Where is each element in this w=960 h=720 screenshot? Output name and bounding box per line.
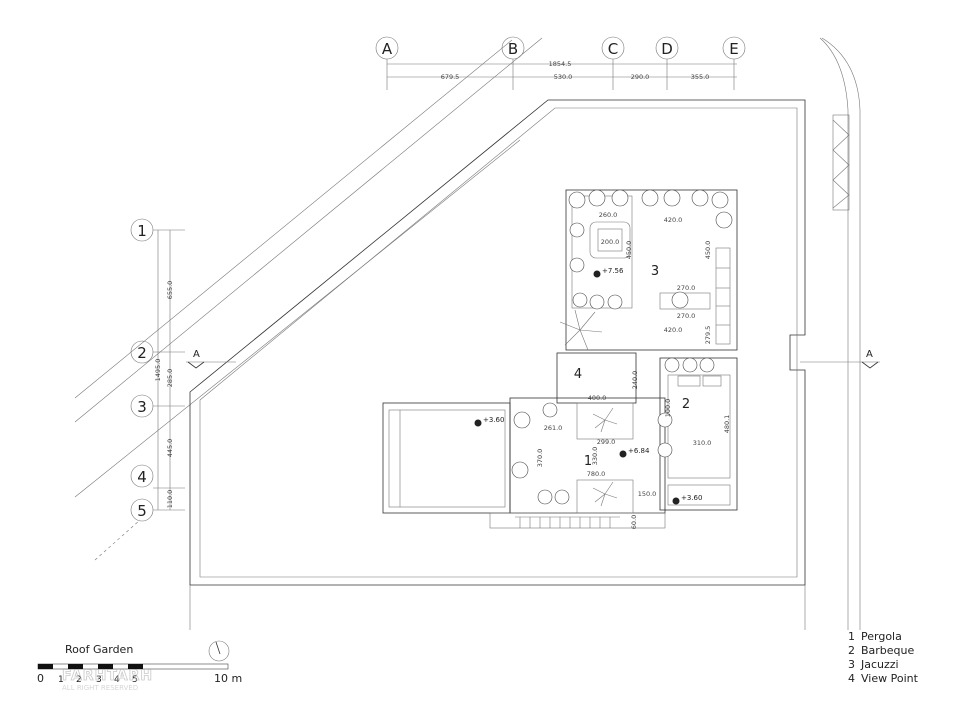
building [382,189,738,529]
dim-total: 1854.5 [549,60,572,68]
svg-text:1: 1 [58,675,64,685]
section-marker-right: A [800,349,880,369]
svg-text:D: D [661,40,673,58]
svg-text:A: A [193,349,200,360]
grid-bubble-A: A [375,36,399,60]
svg-text:1: 1 [137,222,147,240]
dim-total: 1495.0 [154,359,162,382]
svg-text:150.0: 150.0 [638,490,657,498]
svg-text:0: 0 [37,672,44,685]
grid-bubble-B: B [501,36,525,60]
dim-label: 655.0 [166,281,174,300]
svg-text:10 m: 10 m [214,672,242,685]
svg-text:240.0: 240.0 [631,371,639,390]
svg-text:299.0: 299.0 [597,438,616,446]
grid-bubble-5: 5 [130,498,154,522]
level-marks: +7.56 +3.60 +6.84 +3.60 [474,267,702,505]
svg-text:279.5: 279.5 [704,326,712,345]
plan-dimensions: 260.0 420.0 200.0 450.0 450.0 270.0 270.… [536,211,731,529]
svg-text:+3.60: +3.60 [483,416,504,424]
svg-text:ALL RIGHT RESERVED: ALL RIGHT RESERVED [62,684,138,692]
dim-label: 355.0 [691,73,710,81]
row-grid: 1 2 3 4 5 1495.0 655.0 285.0 445.0 110.0 [130,218,185,522]
drawing-title: Roof Garden [65,643,133,656]
svg-text:5: 5 [132,675,138,685]
svg-text:2: 2 [76,675,82,685]
svg-text:2: 2 [137,344,147,362]
svg-text:+3.60: +3.60 [681,494,702,502]
north-arrow-icon [208,640,230,662]
svg-text:3: 3 [137,398,147,416]
svg-text:4: 4 [137,468,147,486]
svg-text:100.0: 100.0 [664,399,672,418]
svg-text:420.0: 420.0 [664,216,683,224]
svg-text:+7.56: +7.56 [602,267,624,275]
svg-text:+6.84: +6.84 [628,447,650,455]
svg-text:261.0: 261.0 [544,424,563,432]
svg-text:C: C [608,40,618,58]
svg-text:480.1: 480.1 [723,415,731,434]
grid-bubble-C: C [601,36,625,60]
dim-label: 285.0 [166,369,174,388]
dim-label: 530.0 [554,73,573,81]
svg-text:5: 5 [137,502,147,520]
zone-label-2: 2 [682,397,690,412]
zone-label-4: 4 [574,367,582,382]
svg-text:450.0: 450.0 [625,241,633,260]
svg-text:400.0: 400.0 [588,394,607,402]
grid-bubble-1: 1 [130,218,154,242]
svg-text:310.0: 310.0 [693,439,712,447]
grid-bubble-D: D [655,36,679,60]
zone-label-1: 1 [584,454,592,469]
svg-text:330.0: 330.0 [591,447,599,466]
grid-bubble-3: 3 [130,394,154,418]
column-grid: A B C D E 1854.5 679.5 530.0 290.0 355.0 [375,36,746,90]
svg-text:270.0: 270.0 [677,284,696,292]
grid-bubble-E: E [722,36,746,60]
dim-label: 679.5 [441,73,460,81]
zone-label-3: 3 [651,264,659,279]
grid-bubble-4: 4 [130,464,154,488]
section-marker-left: A [186,349,236,369]
planting [511,189,733,507]
dim-label: 110.0 [166,490,174,509]
svg-text:450.0: 450.0 [704,241,712,260]
svg-text:4: 4 [114,675,120,685]
dim-label: 290.0 [631,73,650,81]
watermark-logo: FARHTARH ALL RIGHT RESERVED [62,668,153,692]
diagonal-lines [74,37,543,561]
svg-text:780.0: 780.0 [587,470,606,478]
site-outline [189,37,861,630]
svg-text:370.0: 370.0 [536,449,544,468]
dim-label: 445.0 [166,439,174,458]
scale-bar: 0 1 2 3 4 5 10 m [37,663,242,685]
svg-text:3: 3 [96,675,102,685]
svg-text:FARHTARH: FARHTARH [62,668,153,684]
grid-bubble-2: 2 [130,340,154,364]
svg-text:B: B [508,40,518,58]
svg-text:270.0: 270.0 [677,312,696,320]
svg-text:420.0: 420.0 [664,326,683,334]
svg-text:200.0: 200.0 [601,238,620,246]
svg-text:A: A [866,349,873,360]
svg-text:E: E [729,40,738,58]
svg-text:A: A [382,40,393,58]
svg-text:60.0: 60.0 [630,515,638,529]
svg-text:260.0: 260.0 [599,211,618,219]
